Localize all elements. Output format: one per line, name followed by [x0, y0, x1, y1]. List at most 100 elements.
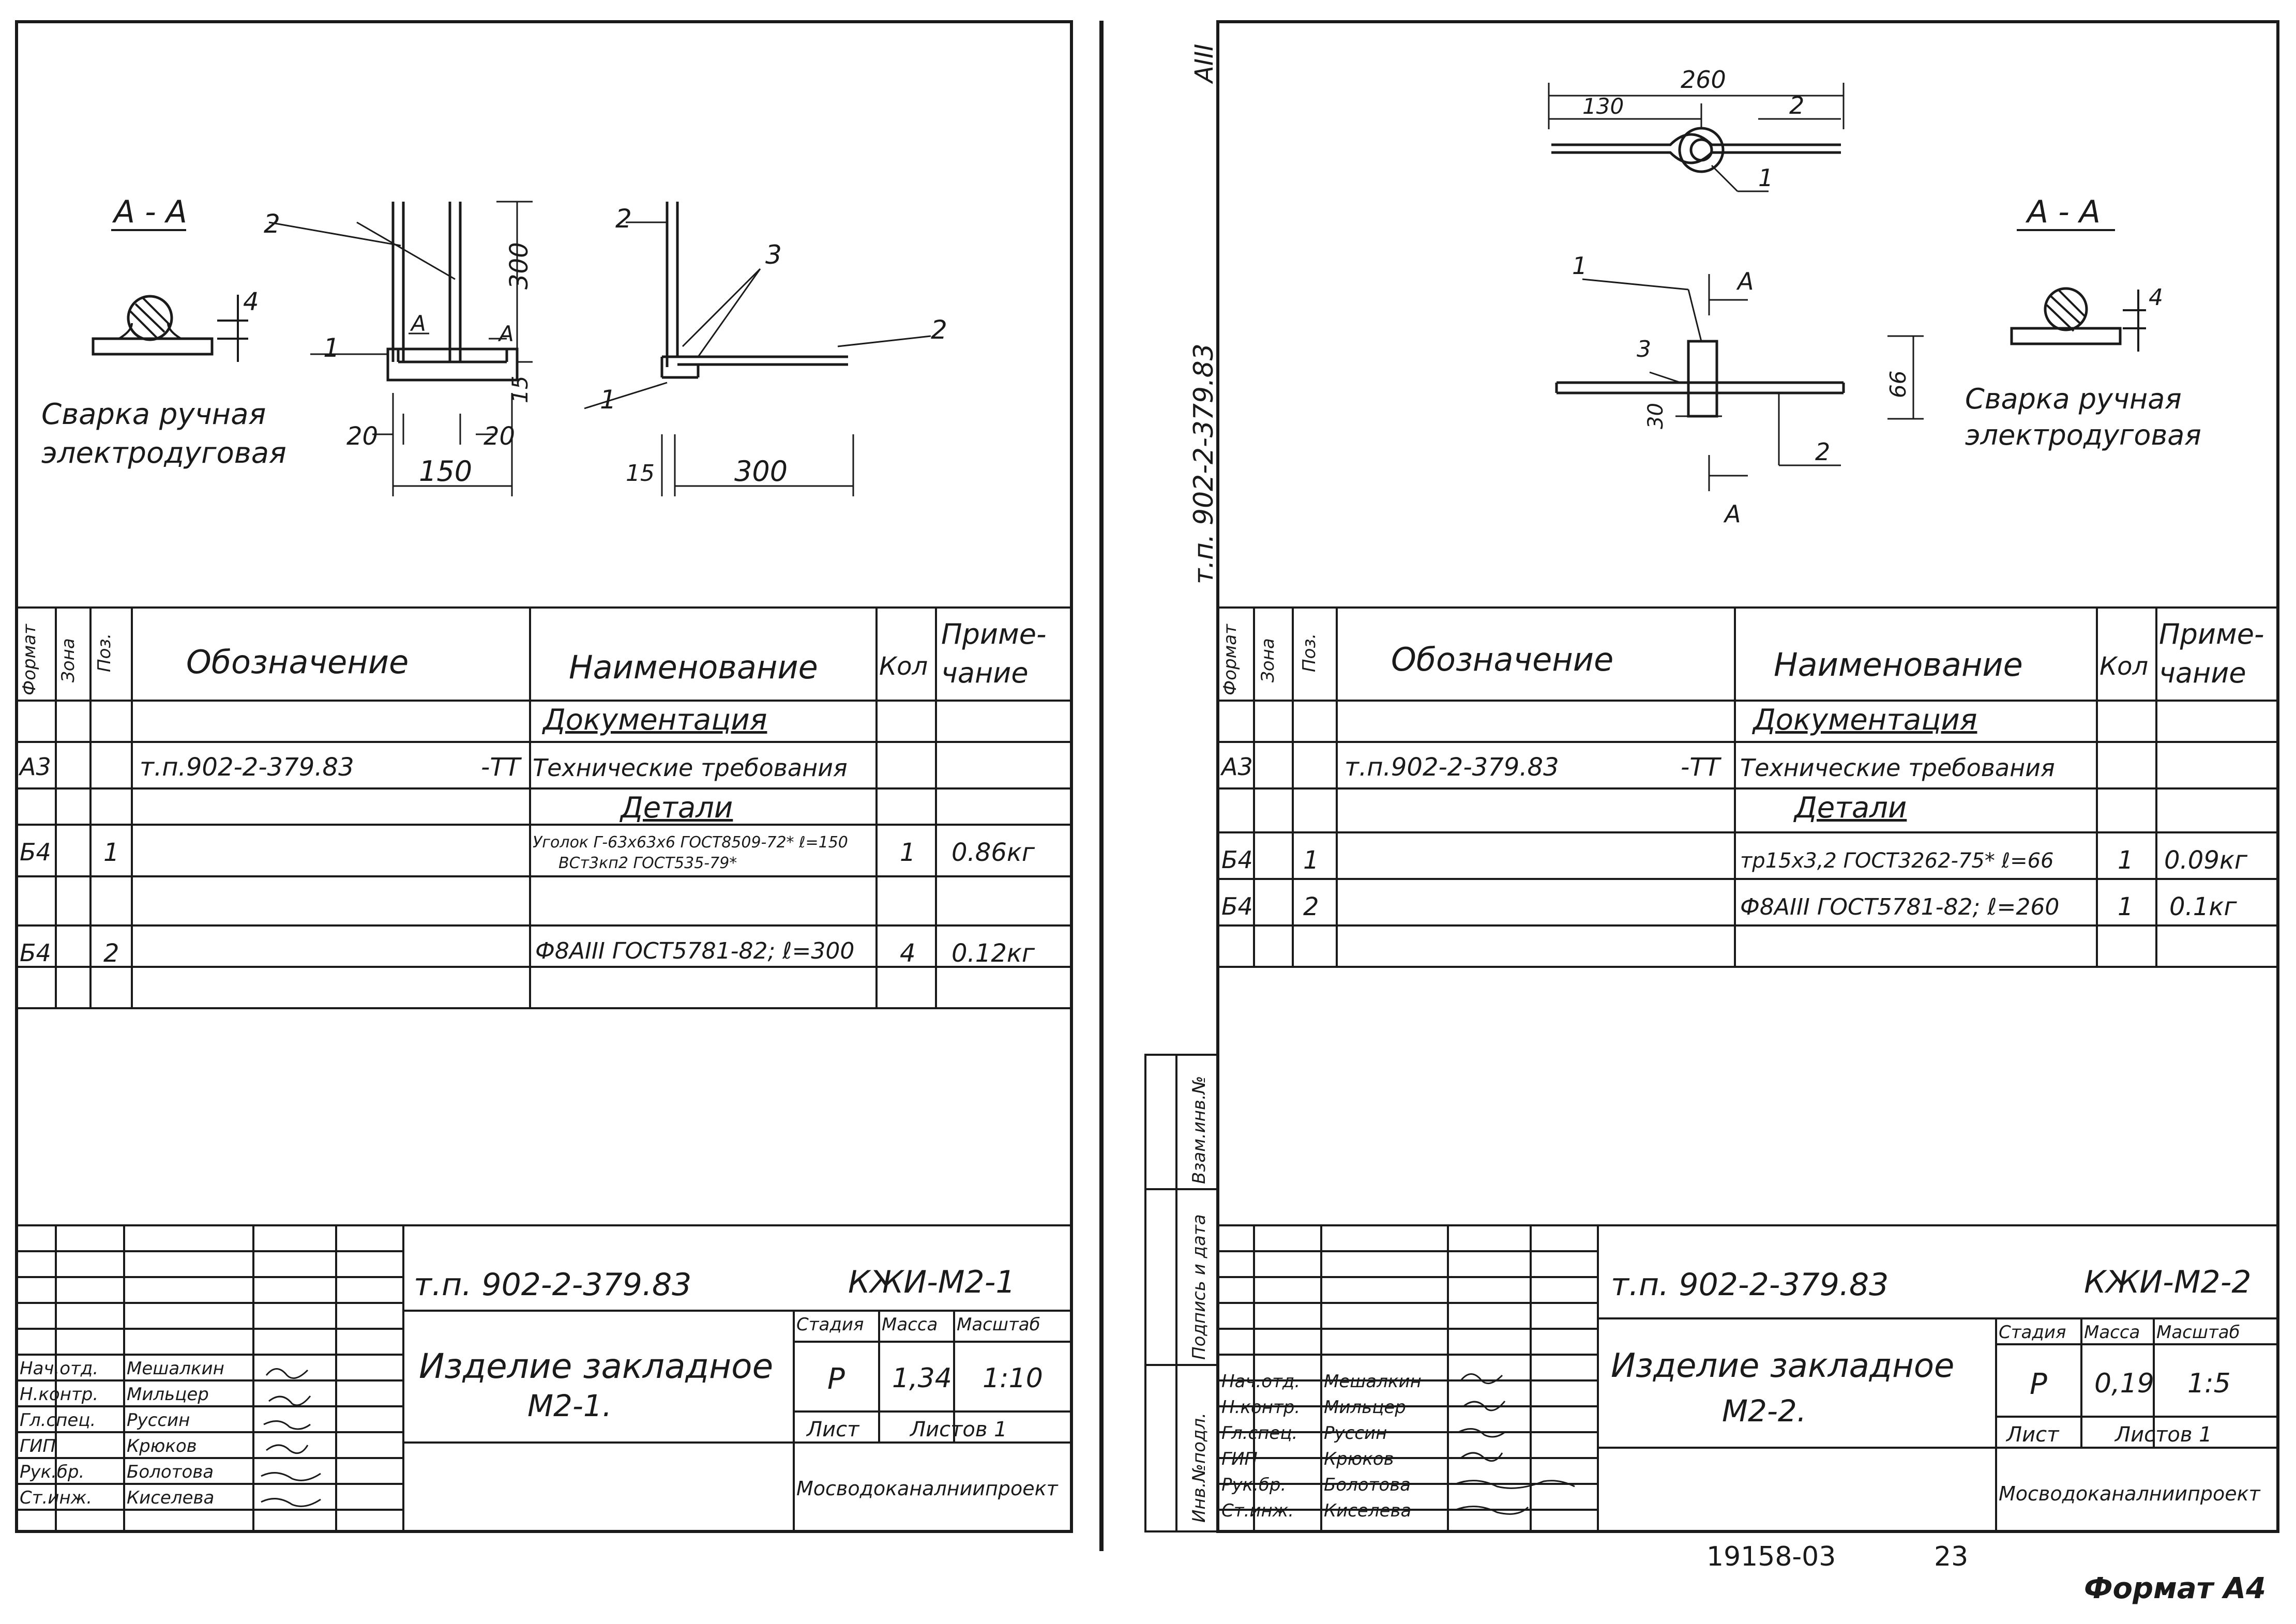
- sheet2-drawing-labels: АIII т.п. 902-2-379.83 260 130 2 1 1 А 3…: [1188, 44, 2201, 1523]
- sheet2-role-5: Ст.инж.: [1221, 1500, 1294, 1521]
- spec-header-note1: Приме-: [941, 618, 1047, 650]
- sheet2-weld-text-1: Сварка ручная: [1965, 383, 2182, 415]
- sheet2-role-3: ГИП: [1221, 1449, 1258, 1469]
- sheet1-role-4: Рук.бр.: [20, 1462, 85, 1482]
- sheet2-side-strip: [1144, 1054, 1219, 1532]
- sheet2-frame: [1216, 20, 2279, 1533]
- sheet2-name-1: Мильцер: [1324, 1397, 1406, 1418]
- spec-row-1-name2: ВСт3кп2 ГОСТ535-79*: [558, 854, 737, 872]
- sheet1-role-0: Нач.отд.: [20, 1358, 99, 1379]
- sheet2-section-label: А - А: [2025, 194, 2101, 230]
- spec2-header-qty: Кол: [2099, 652, 2149, 681]
- sheet2-mass: 0,19: [2094, 1368, 2154, 1399]
- callout-1a: 1: [323, 333, 340, 363]
- callout-2a: 2: [264, 209, 280, 239]
- sheet1-code: т.п. 902-2-379.83: [414, 1267, 692, 1303]
- spec2-row-details-name: Детали: [1794, 791, 1907, 825]
- sheet1-weld-text-1: Сварка ручная: [41, 398, 266, 431]
- sheet1-org: Мосводоканалниипроект: [796, 1477, 1058, 1500]
- sheet1-role-3: ГИП: [20, 1436, 56, 1456]
- sheet2-mass-label: Масса: [2084, 1322, 2140, 1343]
- spec2-header-format: Формат: [1220, 624, 1241, 695]
- dim-15: 15: [507, 376, 533, 403]
- dim-66: 66: [1885, 371, 1911, 398]
- spec-row-tt-format: А3: [20, 753, 51, 781]
- spec-header-qty: Кол: [879, 652, 928, 681]
- callout-2c: 2: [931, 315, 947, 345]
- spec2-row-tt-suffix: -ТТ: [1681, 753, 1720, 782]
- sheet2-org: Мосводоканалниипроект: [1999, 1482, 2260, 1505]
- spec-row-tt-suffix: -ТТ: [481, 753, 520, 782]
- archive-number: 19158-03: [1706, 1541, 1836, 1572]
- spec-header-zone: Зона: [58, 638, 79, 682]
- sheet2-spec-grid: [1218, 606, 2278, 968]
- sheet1-subtitle: М2-1.: [527, 1388, 612, 1423]
- sheet1-name-1: Мильцер: [127, 1384, 209, 1405]
- callout-1b: 1: [600, 385, 616, 415]
- sheet2-signatures: [1455, 1373, 1575, 1515]
- dim-130: 130: [1582, 94, 1624, 119]
- spec-row-2-note: 0.12кг: [951, 939, 1035, 968]
- sheet2-name-0: Мешалкин: [1324, 1371, 1422, 1392]
- spec2-row-tt-name: Технические требования: [1740, 754, 2055, 782]
- sheet1-stage: Р: [827, 1362, 845, 1396]
- dim-20a: 20: [346, 422, 378, 451]
- sheet1-name-2: Руссин: [127, 1410, 190, 1431]
- sheet1-role-1: Н.контр.: [20, 1384, 99, 1405]
- sheet2-elevation-view: [1555, 274, 1924, 491]
- dim-260: 260: [1681, 66, 1726, 94]
- dim-150: 150: [419, 455, 472, 488]
- spec2-row-1-pos: 1: [1303, 846, 1319, 875]
- spec-row-1-format: Б4: [20, 838, 51, 866]
- spec-header-designation: Обозначение: [186, 643, 409, 681]
- spec2-row-2-name: Ф8АIII ГОСТ5781-82; ℓ=260: [1740, 894, 2060, 920]
- callout-3-s2: 3: [1637, 336, 1651, 362]
- spec-row-1-pos: 1: [103, 838, 119, 867]
- sheet1-sheets-label: Листов 1: [910, 1418, 1007, 1441]
- spec2-row-doc-name: Документация: [1753, 703, 1977, 737]
- sheet1-name-0: Мешалкин: [127, 1358, 224, 1379]
- sheet1-scale: 1:10: [983, 1363, 1043, 1394]
- spec-row-tt-designation: т.п.902-2-379.83: [140, 753, 354, 782]
- spec2-row-1-format: Б4: [1221, 846, 1253, 874]
- dim-15b: 15: [626, 460, 655, 487]
- sheet1-name-4: Болотова: [127, 1462, 214, 1482]
- callout-2b-s2: 2: [1815, 438, 1830, 466]
- sheet1-mark: КЖИ-М2-1: [848, 1264, 1016, 1300]
- format-label: Формат А4: [2084, 1572, 2266, 1605]
- callout-1b-s2: 1: [1572, 252, 1587, 280]
- sheet2-weld-text-2: электродуговая: [1965, 419, 2201, 451]
- sheet1-drawing-labels: А - А 4 Сварка ручная электродуговая 2 1…: [41, 194, 947, 488]
- sheet2-plan-view: [1548, 83, 1845, 192]
- sheet2-name-4: Болотова: [1324, 1475, 1411, 1495]
- sheet1-scale-label: Масштаб: [957, 1314, 1040, 1335]
- spec-header-format: Формат: [19, 624, 40, 695]
- spec2-header-designation: Обозначение: [1391, 641, 1614, 678]
- sheet2-role-2: Гл.спец.: [1221, 1423, 1298, 1444]
- spec2-row-1-qty: 1: [2118, 846, 2134, 875]
- sheet2-sheets-label: Листов 1: [2115, 1423, 2212, 1447]
- sheet2-title-grid: [1218, 1224, 2278, 1531]
- sheet1-role-2: Гл.спец.: [20, 1410, 96, 1431]
- callout-2b: 2: [615, 204, 632, 234]
- dim-300v: 300: [505, 242, 534, 290]
- spec-header-name: Наименование: [569, 648, 818, 686]
- dim-4-s2: 4: [2149, 284, 2163, 311]
- callout-a2: А: [497, 321, 514, 346]
- callout-1a-s2: 1: [1758, 164, 1773, 192]
- sheet1-weld-text-2: электродуговая: [41, 436, 286, 470]
- spec2-row-1-note: 0.09кг: [2164, 846, 2248, 875]
- sheet1-mass-label: Масса: [882, 1314, 938, 1335]
- sheet2-mark: КЖИ-М2-2: [2084, 1264, 2252, 1300]
- sheet2-stage-label: Стадия: [1999, 1322, 2066, 1343]
- side-label-sign: Подпись и дата: [1189, 1214, 1210, 1360]
- sheet1-name-5: Киселева: [127, 1488, 215, 1508]
- spec2-header-note2: чание: [2159, 657, 2246, 689]
- spec-row-2-pos: 2: [103, 939, 119, 968]
- spec2-row-2-qty: 1: [2118, 892, 2134, 921]
- sheet2-code: т.п. 902-2-379.83: [1611, 1267, 1889, 1303]
- sheet1-spec-grid: [17, 606, 1071, 1009]
- spec-row-2-format: Б4: [20, 939, 51, 967]
- dim-30: 30: [1644, 403, 1668, 429]
- spec2-row-tt-designation: т.п.902-2-379.83: [1345, 753, 1559, 782]
